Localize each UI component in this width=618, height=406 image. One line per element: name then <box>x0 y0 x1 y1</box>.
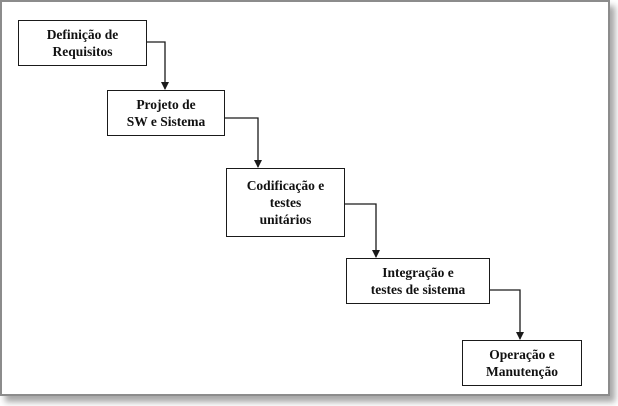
arrow-3-to-4 <box>345 203 380 258</box>
step-definicao-requisitos: Definição de Requisitos <box>18 20 147 66</box>
arrow-2-to-3 <box>225 117 262 168</box>
step-projeto-sw-sistema: Projeto de SW e Sistema <box>107 90 225 136</box>
step-integracao-testes-sistema: Integração e testes de sistema <box>346 258 490 304</box>
arrow-4-to-5 <box>490 289 524 340</box>
step-operacao-manutencao: Operação e Manutenção <box>462 340 582 386</box>
arrow-1-to-2 <box>147 41 169 90</box>
step-codificacao-testes: Codificação e testes unitários <box>226 168 345 237</box>
